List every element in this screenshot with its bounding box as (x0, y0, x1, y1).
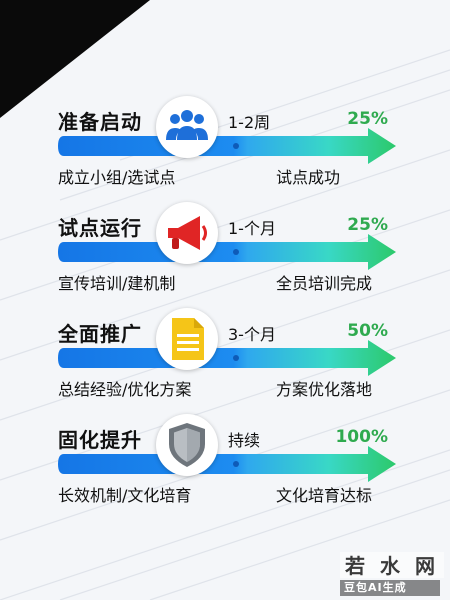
phase-duration: 1-2周 (228, 113, 271, 132)
phase-end-label: 方案优化落地 (276, 380, 373, 399)
phase-duration: 持续 (228, 431, 261, 450)
svg-text:若 水 网: 若 水 网 (344, 554, 439, 578)
phase-start-label: 长效机制/文化培育 (58, 486, 192, 505)
megaphone-icon (168, 216, 207, 250)
phase-title: 试点运行 (58, 216, 142, 240)
document-icon (172, 318, 204, 360)
phase-title: 准备启动 (58, 110, 142, 134)
progress-arrow (58, 340, 396, 376)
phase-percent: 25% (347, 215, 388, 235)
phase-percent: 100% (335, 427, 388, 447)
phase-end-label: 文化培育达标 (276, 486, 373, 505)
phase-row: 全面推广 3-个月 50% 总结经验/优化方案 方案优化落地 (0, 308, 450, 418)
watermark: 若 水 网 豆包AI生成 (340, 548, 444, 598)
phase-title: 固化提升 (58, 428, 142, 452)
phase-row: 固化提升 持续 100% 长效机制/文化培育 文化培育达标 (0, 414, 450, 524)
phase-row: 试点运行 1-个月 25% 宣传培训/建机制 全员培训完成 (0, 202, 450, 312)
phase-start-label: 宣传培训/建机制 (58, 274, 176, 293)
phase-icon-circle (156, 202, 218, 264)
phase-end-label: 全员培训完成 (276, 274, 373, 293)
phase-percent: 25% (347, 109, 388, 129)
progress-arrow (58, 446, 396, 482)
phase-duration: 3-个月 (228, 325, 276, 344)
watermark-logo: 若 水 网 (340, 552, 444, 578)
phase-row: 准备启动 1-2周 25% 成立小组/选试点 试点成功 (0, 96, 450, 206)
phase-icon-circle (156, 414, 218, 476)
phase-title: 全面推广 (58, 322, 142, 346)
phase-start-label: 总结经验/优化方案 (58, 380, 192, 399)
progress-arrow (58, 234, 396, 270)
phase-start-label: 成立小组/选试点 (58, 168, 176, 187)
phase-icon-circle (156, 96, 218, 158)
progress-arrow (58, 128, 396, 164)
people-group-icon (166, 110, 208, 140)
phase-duration: 1-个月 (228, 219, 276, 238)
watermark-caption: 豆包AI生成 (344, 581, 407, 594)
phase-icon-circle (156, 308, 218, 370)
shield-icon (169, 423, 205, 467)
phase-percent: 50% (347, 321, 388, 341)
watermark-caption-box (340, 580, 440, 596)
phase-end-label: 试点成功 (276, 168, 341, 187)
